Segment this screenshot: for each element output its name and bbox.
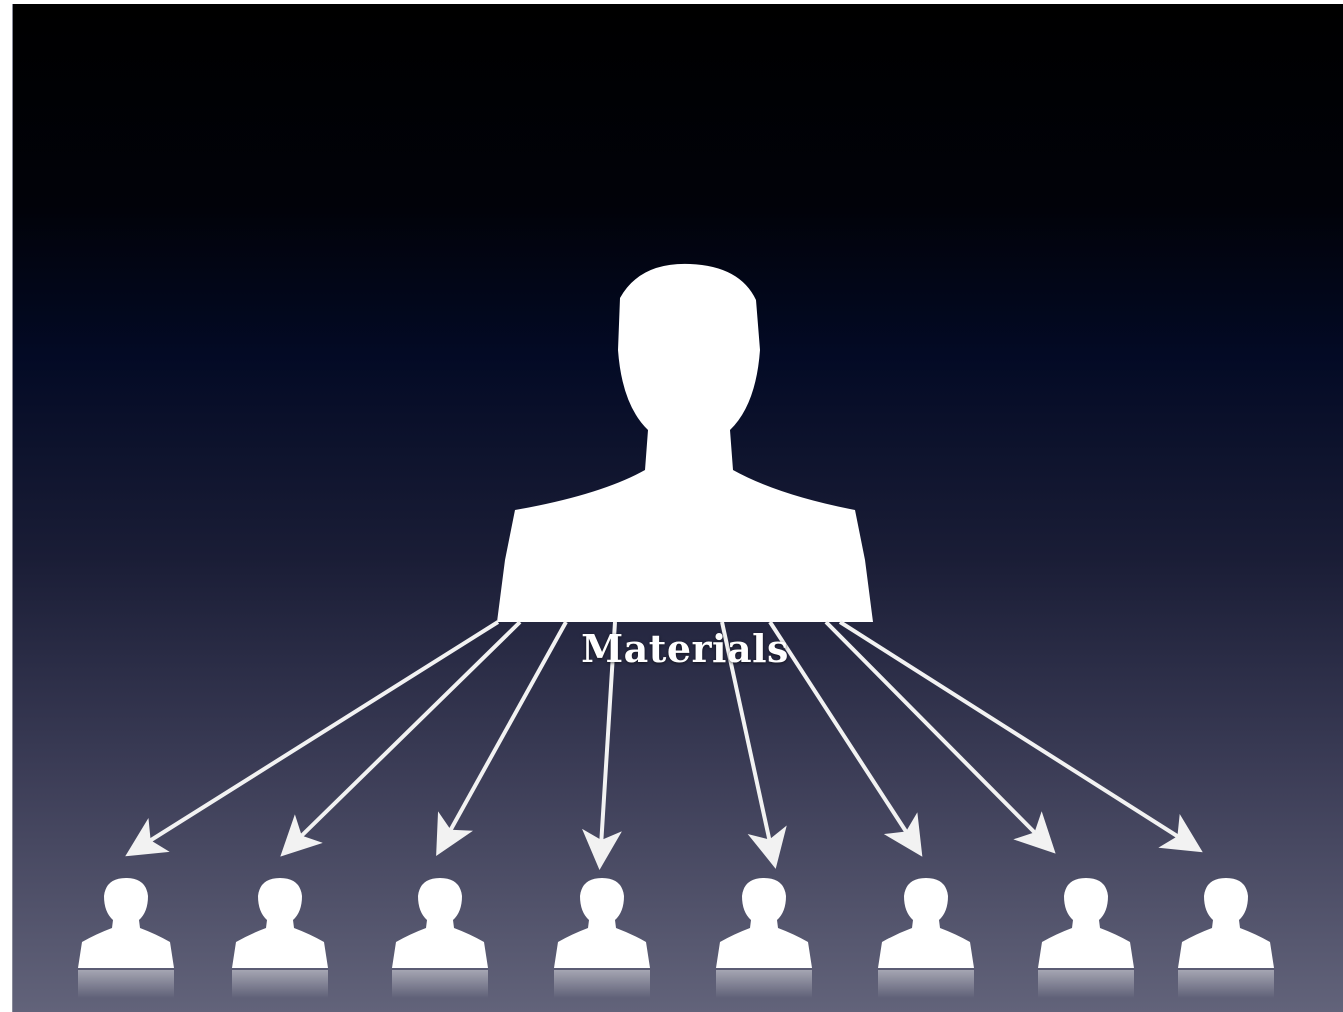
student-icon <box>716 878 812 998</box>
student-icon <box>232 878 328 998</box>
materials-label: Materials <box>581 626 789 671</box>
arrow-4 <box>582 621 622 870</box>
student-icon <box>78 878 174 998</box>
arrow-8 <box>838 620 1203 853</box>
arrow-5 <box>720 621 787 869</box>
teacher-icon <box>497 263 873 622</box>
arrow-2 <box>280 620 522 857</box>
student-icon <box>1178 878 1274 998</box>
arrows-group <box>125 620 1203 870</box>
student-icon <box>878 878 974 998</box>
slide-border <box>12 4 13 1012</box>
student-icon <box>1038 878 1134 998</box>
student-icon <box>554 878 650 998</box>
arrow-6 <box>768 620 923 857</box>
arrow-7 <box>824 620 1056 854</box>
arrow-3 <box>436 621 568 856</box>
arrow-1 <box>125 620 500 857</box>
students-group <box>78 878 1274 998</box>
student-icon <box>392 878 488 998</box>
